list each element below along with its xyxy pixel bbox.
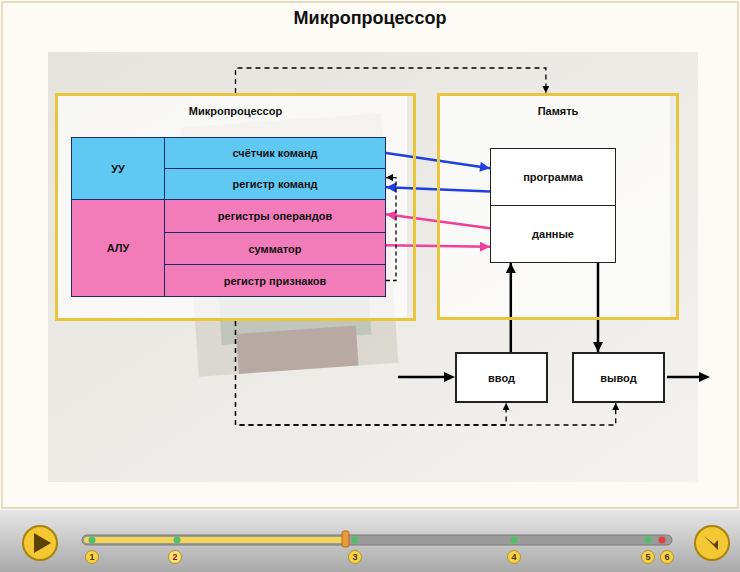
- box-label: регистр команд: [232, 178, 317, 190]
- memory-part: данные: [490, 205, 616, 263]
- title: Микропроцессор: [0, 8, 740, 29]
- box-label: ввод: [488, 372, 515, 384]
- output-arrow: [667, 376, 700, 379]
- progress-track: [82, 535, 672, 545]
- callout-number: 3: [348, 550, 362, 564]
- callout-number: 6: [660, 550, 674, 564]
- adder-cell: сумматор: [164, 232, 386, 265]
- page-frame: [2, 2, 738, 508]
- register-cell: счётчик команд: [164, 137, 386, 169]
- unit-ground: [58, 96, 407, 318]
- box-label: АЛУ: [107, 242, 130, 254]
- control-line: [386, 178, 396, 281]
- arrow-head: [444, 372, 455, 382]
- box-heading: Память: [440, 105, 676, 117]
- progress-fill: [84, 537, 346, 543]
- play-symbol: [34, 533, 51, 553]
- box-label: данные: [532, 228, 574, 240]
- callout-number: 5: [641, 550, 655, 564]
- track-markers: [89, 537, 666, 544]
- arrow-head: [699, 372, 710, 382]
- callout-number: 2: [168, 550, 182, 564]
- register-cell: регистр команд: [164, 168, 386, 200]
- box-label: УУ: [111, 163, 125, 175]
- data-arrow: [510, 263, 513, 352]
- device-box: вывод: [572, 352, 665, 403]
- photo-panel: [48, 52, 698, 482]
- data-arrow: [597, 263, 600, 352]
- progress-thumb: [342, 531, 349, 547]
- box-label: регистры операндов: [218, 210, 332, 222]
- box-label: программа: [523, 171, 583, 183]
- exit-button: [695, 526, 729, 560]
- control-line: [236, 68, 546, 93]
- register-cell: регистр признаков: [164, 264, 386, 297]
- input-arrow: [398, 376, 446, 379]
- box-label: счётчик команд: [232, 147, 317, 159]
- box-label: вывод: [600, 372, 636, 384]
- unit-ground: [440, 96, 670, 317]
- box-label: регистр признаков: [224, 275, 327, 287]
- play-button: [23, 526, 57, 560]
- unit-cell: АЛУ: [71, 199, 165, 297]
- box-label: сумматор: [248, 243, 301, 255]
- control-line: [236, 321, 616, 425]
- processor-box: МикропроцессорУУ счётчик команд регистр ко…: [55, 93, 416, 321]
- player-bar: [0, 510, 740, 572]
- device-box: ввод: [455, 352, 548, 403]
- exit-symbol: [704, 536, 718, 550]
- unit-cell: УУ: [71, 137, 165, 200]
- register-cell: регистры операндов: [164, 199, 386, 233]
- memory-box: Память программа данные: [437, 93, 679, 320]
- callout-number: 1: [85, 550, 99, 564]
- callout-number: 4: [507, 550, 521, 564]
- box-heading: Микропроцессор: [58, 105, 413, 117]
- memory-part: программа: [490, 148, 616, 206]
